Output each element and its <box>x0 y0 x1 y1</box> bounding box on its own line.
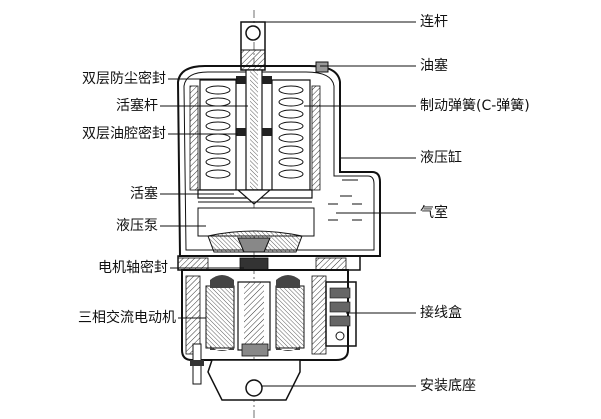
label-pump: 液压泵 <box>116 218 158 234</box>
label-oil-seal: 双层油腔密封 <box>82 126 166 142</box>
label-motor: 三相交流电动机 <box>78 310 176 326</box>
leader-lines-right <box>262 21 416 387</box>
label-cylinder: 液压缸 <box>420 150 462 166</box>
label-junction-box: 接线盒 <box>420 305 462 321</box>
label-connecting-rod: 连杆 <box>420 14 448 30</box>
piston-shape <box>197 189 313 205</box>
label-piston: 活塞 <box>130 186 158 202</box>
label-brake-spring: 制动弹簧(C-弹簧) <box>420 98 530 114</box>
motor-housing <box>181 269 349 361</box>
label-piston-rod: 活塞杆 <box>116 98 158 114</box>
pump-shape <box>197 207 315 253</box>
label-air-chamber: 气室 <box>420 205 448 221</box>
label-mount-base: 安装底座 <box>420 378 476 394</box>
connecting-rod-shape <box>240 21 266 71</box>
label-dust-seal: 双层防尘密封 <box>82 71 166 87</box>
label-shaft-seal: 电机轴密封 <box>98 260 168 276</box>
leader-lines-left <box>160 78 248 319</box>
piston-rod-shape <box>245 69 263 191</box>
label-oil-plug: 油塞 <box>420 58 448 74</box>
seal-blocks <box>236 76 272 136</box>
flange <box>177 255 361 271</box>
junction-box-shape <box>325 281 357 347</box>
base-bolt <box>190 343 204 385</box>
cylinder-body <box>176 61 381 257</box>
mount-base-shape <box>207 359 301 401</box>
air-chamber-marks <box>328 179 362 221</box>
